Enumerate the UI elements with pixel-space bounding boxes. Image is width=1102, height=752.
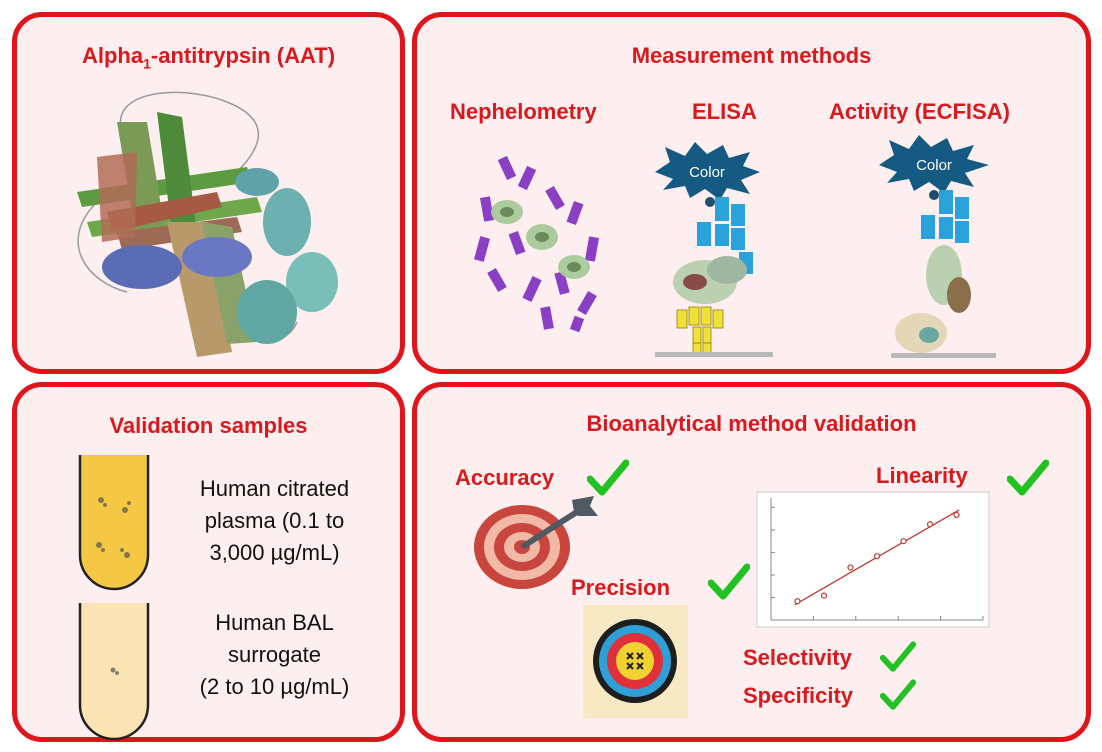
activity-label: Activity (ECFISA): [829, 99, 1010, 124]
nephelometry-immune-complex-illustration: [474, 155, 600, 333]
ecfisa-illustration: Color: [879, 135, 996, 358]
plasma-tube: [78, 455, 150, 591]
accuracy-label: Accuracy: [455, 465, 555, 490]
precision-check-icon: [708, 563, 750, 600]
specificity-check-icon: [879, 679, 917, 710]
linearity-data-point: [953, 511, 960, 518]
aat-title-prefix: Alpha: [81, 43, 144, 68]
linearity-label: Linearity: [876, 463, 968, 488]
aat-title-subscript: 1: [143, 55, 151, 72]
linearity-data-point: [794, 598, 801, 605]
linearity-data-point: [820, 592, 828, 599]
linearity-data-point: [873, 553, 881, 560]
specificity-label: Specificity: [743, 683, 854, 708]
aat-title: Alpha1-antitrypsin (AAT): [17, 43, 400, 71]
methods-title: Measurement methods: [631, 43, 872, 68]
ecfisa-color-text: Color: [916, 157, 952, 174]
bal-line-3: (2 to 10 µg/mL): [199, 674, 350, 699]
elisa-sandwich-illustration: Color: [655, 142, 773, 357]
linearity-data-point: [847, 564, 854, 571]
plasma-line-1: Human citrated: [199, 476, 350, 501]
aat-protein-structure-image: [77, 91, 338, 357]
linearity-data-point: [926, 521, 934, 528]
measurement-methods-panel: Measurement methods Nephelometry ELISA A…: [412, 12, 1091, 374]
selectivity-check-icon: [879, 641, 917, 672]
linearity-check-icon: [1007, 459, 1049, 496]
aat-title-suffix: -antitrypsin (AAT): [150, 43, 336, 68]
aat-panel: Alpha1-antitrypsin (AAT): [12, 12, 405, 374]
sample-tubes-illustration: [78, 455, 150, 741]
validation-title: Bioanalytical method validation: [586, 411, 917, 436]
elisa-color-starburst: [655, 142, 760, 200]
selectivity-label: Selectivity: [743, 645, 852, 670]
plasma-sample-text: Human citrated plasma (0.1 to 3,000 µg/m…: [157, 473, 392, 569]
accuracy-check-icon: [587, 459, 629, 496]
precision-target-icon: [583, 605, 688, 718]
samples-title: Validation samples: [109, 413, 308, 438]
nephelometry-label: Nephelometry: [450, 99, 597, 124]
elisa-label: ELISA: [692, 99, 757, 124]
bal-line-1: Human BAL: [215, 610, 334, 635]
precision-label: Precision: [571, 575, 671, 600]
bal-sample-text: Human BAL surrogate (2 to 10 µg/mL): [157, 607, 392, 703]
bal-line-2: surrogate: [228, 642, 321, 667]
plasma-line-2: plasma (0.1 to: [204, 508, 345, 533]
accuracy-target-icon: [474, 496, 598, 589]
validation-samples-panel: Validation samples Human citrated plasma…: [12, 382, 405, 742]
linearity-data-point: [900, 538, 907, 545]
linearity-plot: [756, 491, 990, 628]
elisa-color-text: Color: [689, 164, 725, 181]
bioanalytical-validation-panel: Bioanalytical method validation Accuracy…: [412, 382, 1091, 742]
ecfisa-color-starburst: [879, 135, 989, 193]
plasma-line-3: 3,000 µg/mL): [209, 540, 340, 565]
